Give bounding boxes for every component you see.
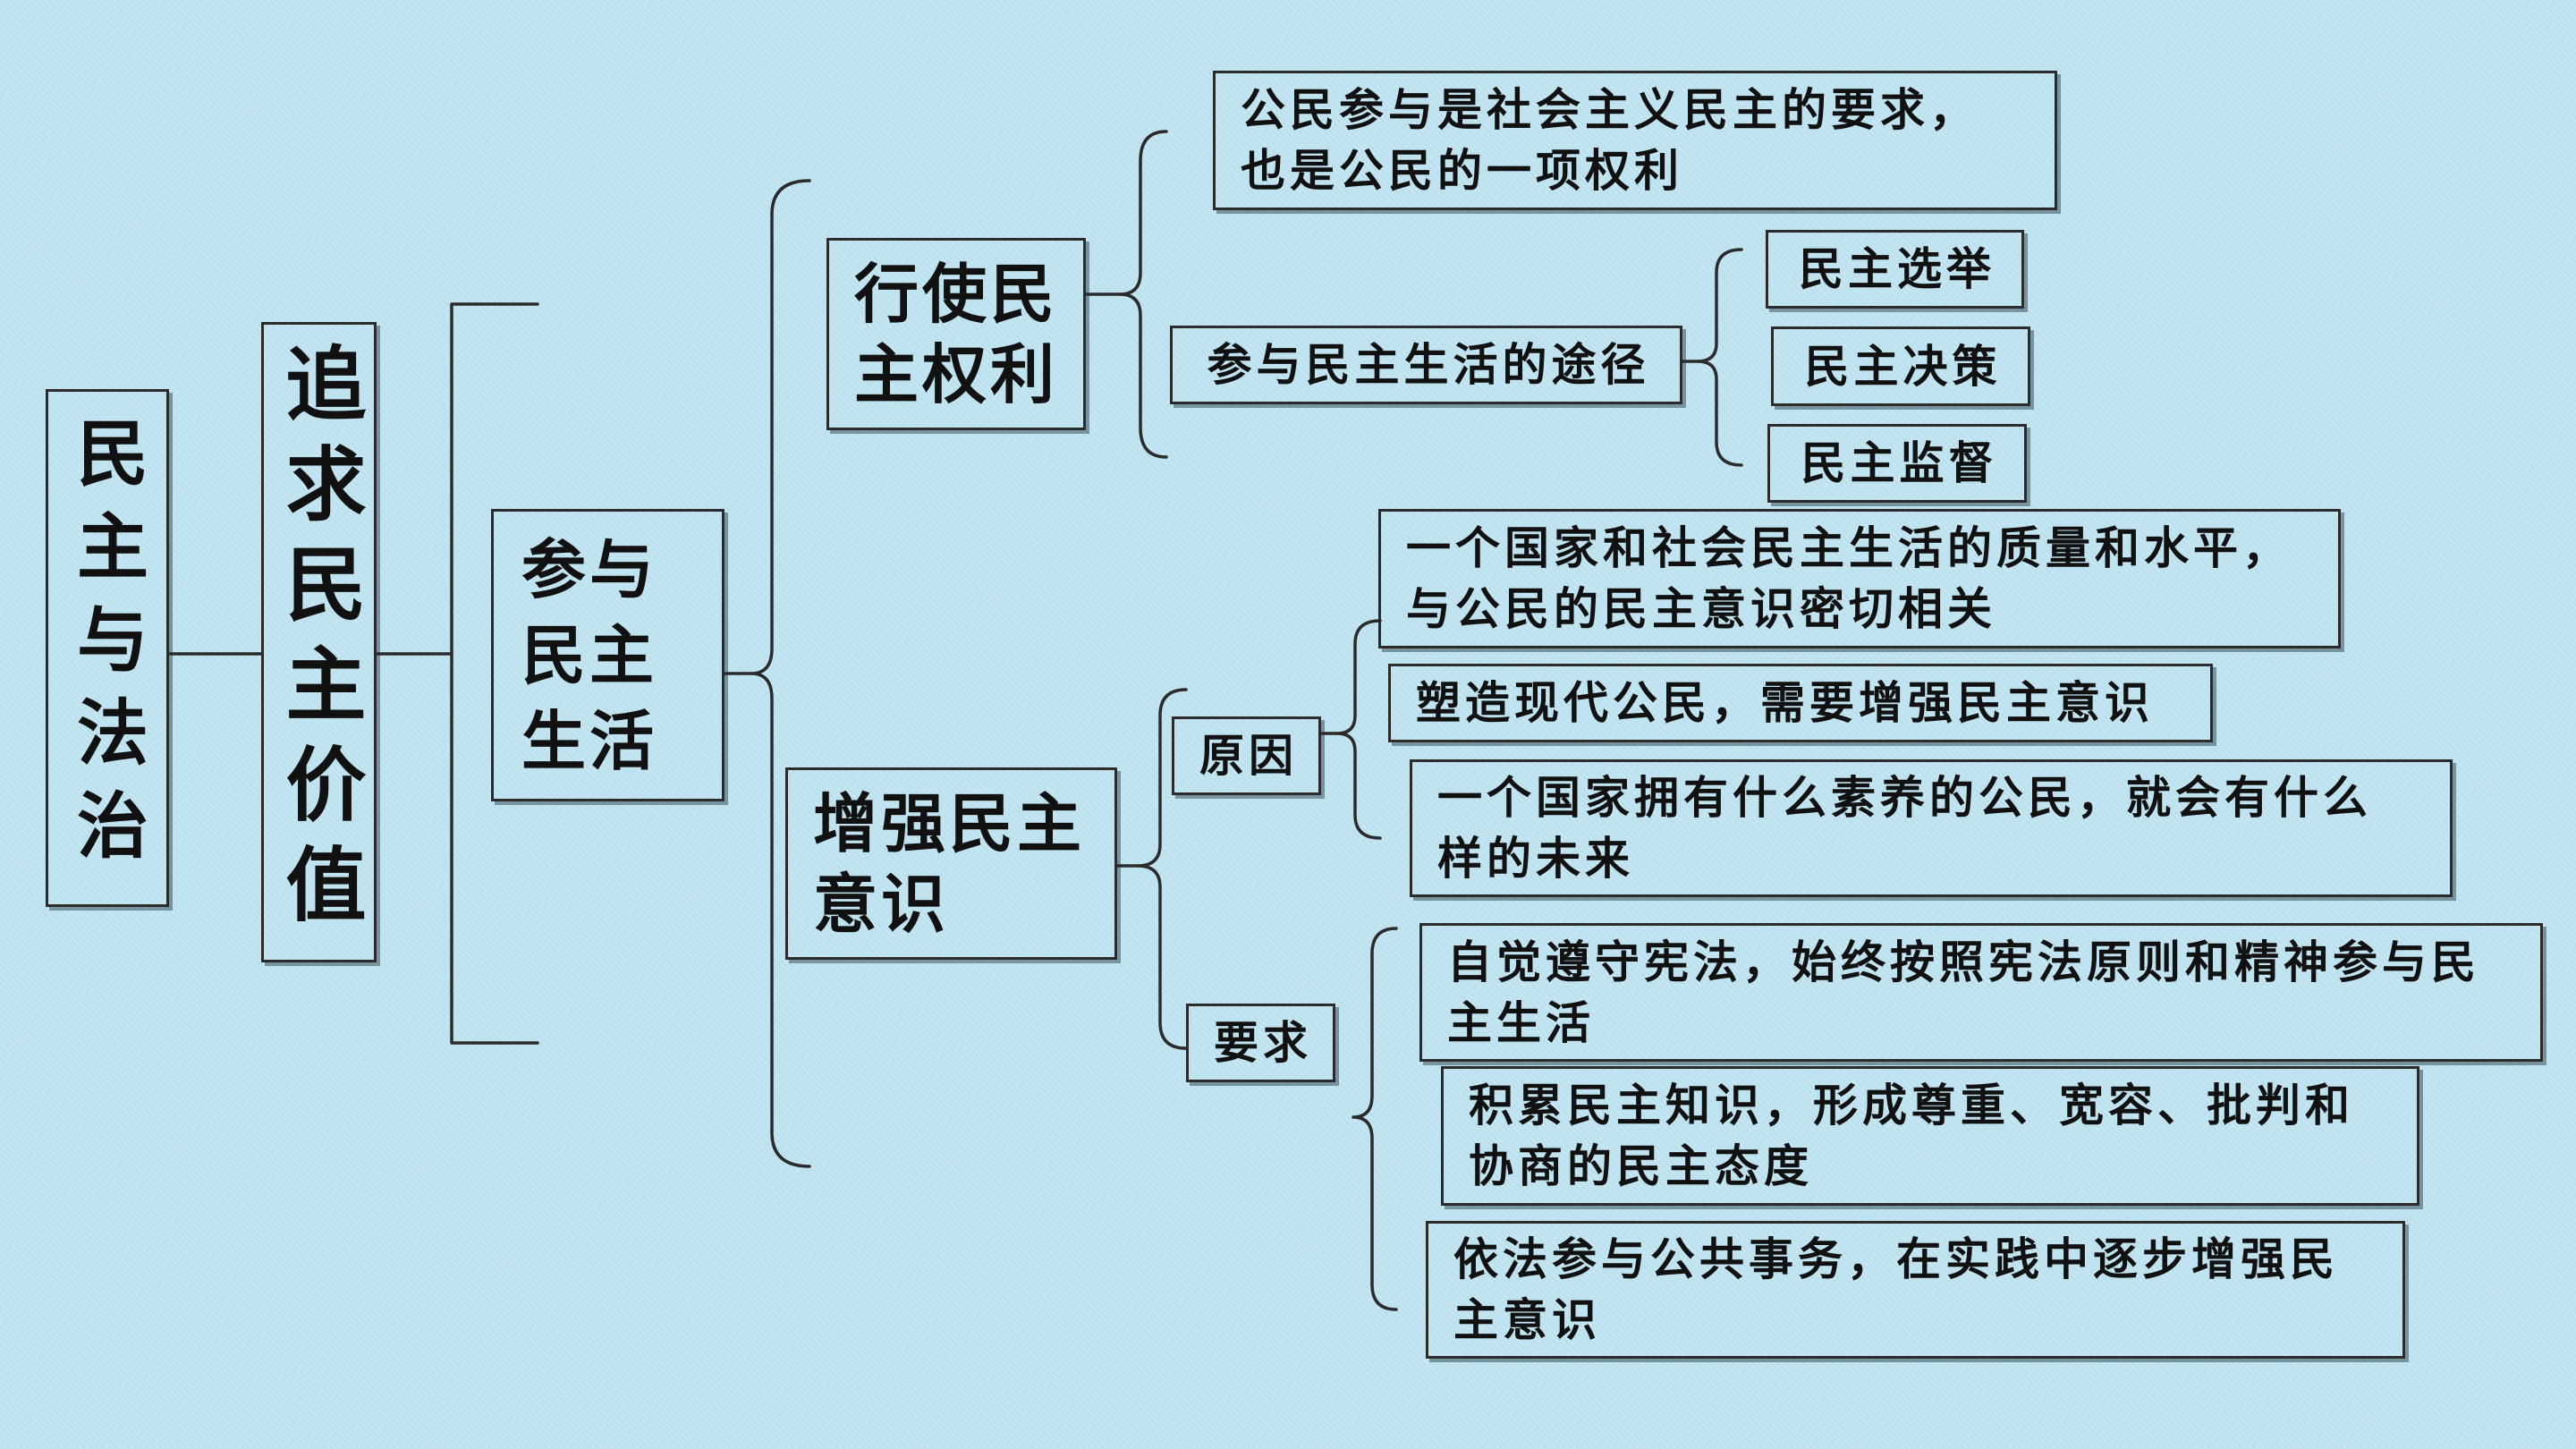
requirement-item-line: 自觉遵守宪法，始终按照宪法原则和精神参与民 (1447, 935, 2480, 988)
brace-requirements (1352, 927, 1398, 1311)
level1-node-box: 追求民主价值 (261, 322, 377, 962)
requirement-item-box: 依法参与公共事务，在实践中逐步增强民 主意识 (1426, 1221, 2405, 1359)
way-item-box: 民主监督 (1767, 424, 2027, 503)
brace-ways (1696, 248, 1743, 467)
brace-exercise-rights (1118, 130, 1168, 459)
strengthen-awareness-line: 意识 (813, 865, 950, 942)
ways-box: 参与民主生活的途径 (1170, 326, 1682, 404)
level2-line: 生活 (521, 702, 658, 779)
level1-node-label: 追求民主价值 (271, 342, 367, 943)
root-node-box: 民主与法治 (46, 389, 169, 907)
exercise-rights-box: 行使民 主权利 (826, 238, 1086, 430)
reason-item-line: 与公民的民主意识密切相关 (1406, 582, 1996, 635)
brace-level2 (750, 179, 811, 1168)
statement-box: 公民参与是社会主义民主的要求， 也是公民的一项权利 (1213, 71, 2057, 210)
bracket-level1 (450, 302, 539, 1045)
way-item-label: 民主监督 (1801, 436, 1998, 489)
level2-line: 民主 (521, 616, 658, 693)
requirement-item-line: 依法参与公共事务，在实践中逐步增强民 (1453, 1233, 2339, 1285)
way-item-box: 民主选举 (1766, 230, 2024, 309)
requirements-label: 要求 (1214, 1016, 1312, 1069)
reason-item-box: 一个国家拥有什么素养的公民，就会有什么 样的未来 (1410, 759, 2453, 897)
statement-line: 也是公民的一项权利 (1241, 144, 1683, 197)
requirement-item-line: 积累民主知识，形成尊重、宽容、批判和 (1469, 1079, 2354, 1131)
root-node-label: 民主与法治 (65, 415, 149, 881)
reason-item-line: 一个国家和社会民主生活的质量和水平， (1406, 521, 2292, 574)
way-item-label: 民主选举 (1799, 242, 1996, 295)
way-item-label: 民主决策 (1804, 339, 2002, 393)
brace-reasons (1335, 619, 1382, 840)
requirement-item-line: 主意识 (1453, 1293, 1601, 1346)
reason-item-line: 塑造现代公民，需要增强民主意识 (1416, 676, 2154, 729)
reason-item-line: 一个国家拥有什么素养的公民，就会有什么 (1437, 771, 2372, 824)
requirement-item-box: 自觉遵守宪法，始终按照宪法原则和精神参与民 主生活 (1419, 923, 2543, 1062)
reason-item-line: 样的未来 (1437, 832, 1634, 885)
statement-line: 公民参与是社会主义民主的要求， (1241, 83, 1979, 136)
reason-item-box: 塑造现代公民，需要增强民主意识 (1388, 664, 2213, 742)
strengthen-awareness-box: 增强民主 意识 (785, 767, 1117, 960)
reason-item-box: 一个国家和社会民主生活的质量和水平， 与公民的民主意识密切相关 (1378, 509, 2341, 648)
level2-node-box: 参与 民主 生活 (491, 509, 724, 801)
ways-label: 参与民主生活的途径 (1207, 338, 1650, 391)
brace-strengthen-awareness (1136, 688, 1188, 1050)
requirement-item-box: 积累民主知识，形成尊重、宽容、批判和 协商的民主态度 (1441, 1066, 2419, 1206)
requirement-item-line: 主生活 (1447, 996, 1595, 1049)
level2-line: 参与 (521, 530, 658, 607)
exercise-rights-line: 行使民 (854, 255, 1059, 332)
way-item-box: 民主决策 (1771, 326, 2030, 406)
strengthen-awareness-line: 增强民主 (813, 784, 1086, 861)
reasons-box: 原因 (1172, 716, 1321, 795)
requirement-item-line: 协商的民主态度 (1469, 1140, 1813, 1192)
exercise-rights-line: 主权利 (854, 335, 1059, 412)
requirements-box: 要求 (1186, 1004, 1335, 1082)
reasons-label: 原因 (1199, 729, 1298, 782)
